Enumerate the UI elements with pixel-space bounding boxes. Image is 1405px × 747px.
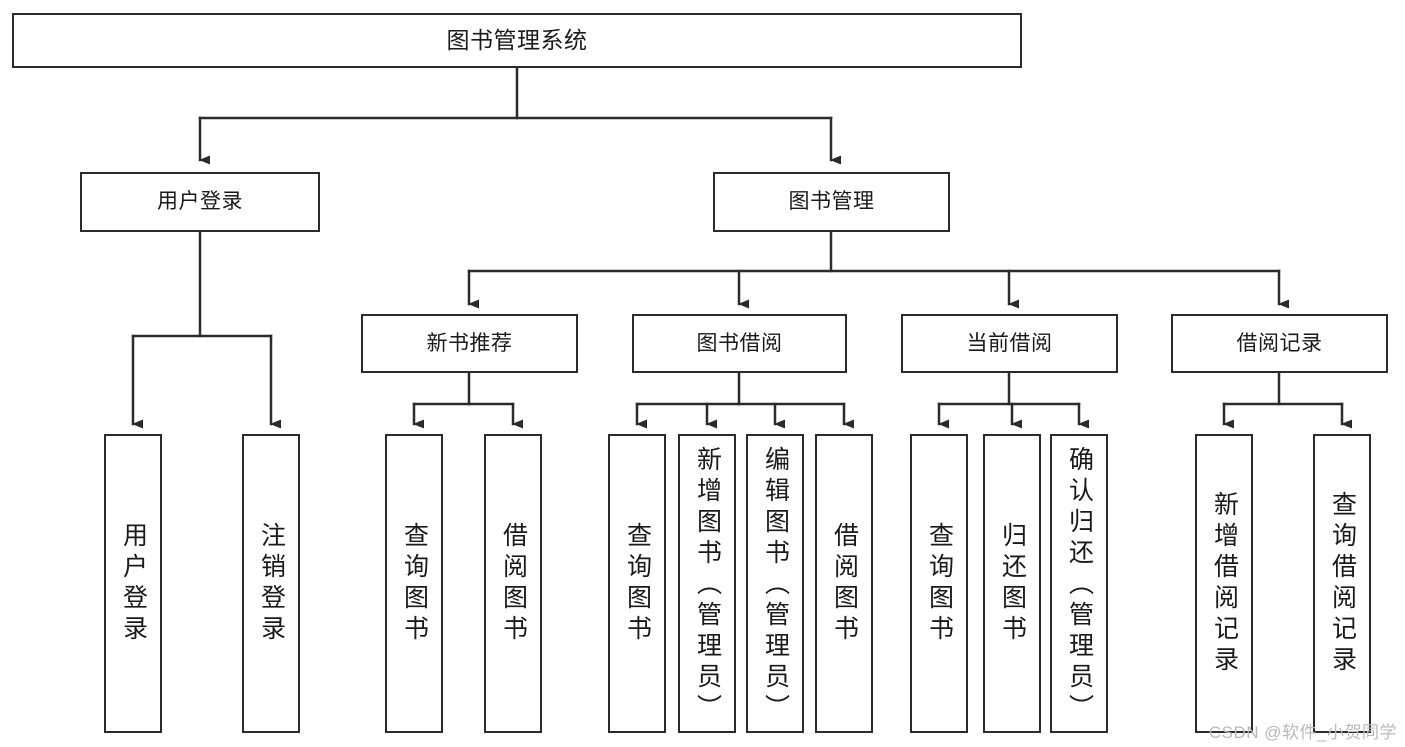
node-root-label: 图书管理系统 [446,26,588,53]
leaf-query-book-from-current-label: 查询图书 [925,521,954,646]
node-book-borrowing[interactable]: 图书借阅 [632,314,847,373]
leaf-borrow-book-from-recommend[interactable]: 借阅图书 [484,434,542,733]
leaf-borrow-book-from-borrowing[interactable]: 借阅图书 [815,434,873,733]
node-root-book-management-system[interactable]: 图书管理系统 [12,13,1022,68]
leaf-borrow-book-from-recommend-label: 借阅图书 [499,521,528,646]
leaf-confirm-return-admin-label: 确认归还（管理员） [1065,446,1094,725]
node-current-borrowing[interactable]: 当前借阅 [901,314,1118,373]
leaf-query-borrowing-record[interactable]: 查询借阅记录 [1313,434,1371,733]
leaf-query-book-from-recommend[interactable]: 查询图书 [385,434,443,733]
leaf-user-logout[interactable]: 注销登录 [242,434,300,733]
leaf-return-book-label: 归还图书 [998,521,1027,646]
leaf-edit-book-admin[interactable]: 编辑图书（管理员） [746,434,804,733]
node-book-management-label: 图书管理 [788,190,875,214]
leaf-add-borrowing-record-label: 新增借阅记录 [1210,490,1239,677]
leaf-query-book-from-current[interactable]: 查询图书 [910,434,968,733]
node-user-login[interactable]: 用户登录 [80,172,320,232]
node-user-login-label: 用户登录 [157,190,243,214]
leaf-add-book-admin-label: 新增图书（管理员） [693,446,722,725]
leaf-query-book-from-recommend-label: 查询图书 [400,521,429,646]
leaf-query-borrowing-record-label: 查询借阅记录 [1328,490,1357,677]
node-current-borrowing-label: 当前借阅 [966,331,1053,355]
leaf-user-logout-label: 注销登录 [257,521,286,646]
leaf-user-login-label: 用户登录 [119,521,148,646]
leaf-borrow-book-from-borrowing-label: 借阅图书 [830,521,859,646]
leaf-confirm-return-admin[interactable]: 确认归还（管理员） [1050,434,1108,733]
csdn-watermark: CSDN @软件_小贺同学 [1208,723,1397,742]
node-borrowing-record-label: 借阅记录 [1236,331,1323,355]
node-book-borrowing-label: 图书借阅 [696,331,783,355]
leaf-query-book-from-borrowing-label: 查询图书 [623,521,652,646]
node-borrowing-record[interactable]: 借阅记录 [1171,314,1388,373]
leaf-add-book-admin[interactable]: 新增图书（管理员） [678,434,736,733]
leaf-query-book-from-borrowing[interactable]: 查询图书 [608,434,666,733]
leaf-return-book[interactable]: 归还图书 [983,434,1041,733]
node-book-management[interactable]: 图书管理 [713,172,950,232]
node-new-book-recommend[interactable]: 新书推荐 [361,314,578,373]
leaf-add-borrowing-record[interactable]: 新增借阅记录 [1195,434,1253,733]
leaf-edit-book-admin-label: 编辑图书（管理员） [761,446,790,725]
node-new-book-recommend-label: 新书推荐 [426,331,513,355]
leaf-user-login[interactable]: 用户登录 [104,434,162,733]
